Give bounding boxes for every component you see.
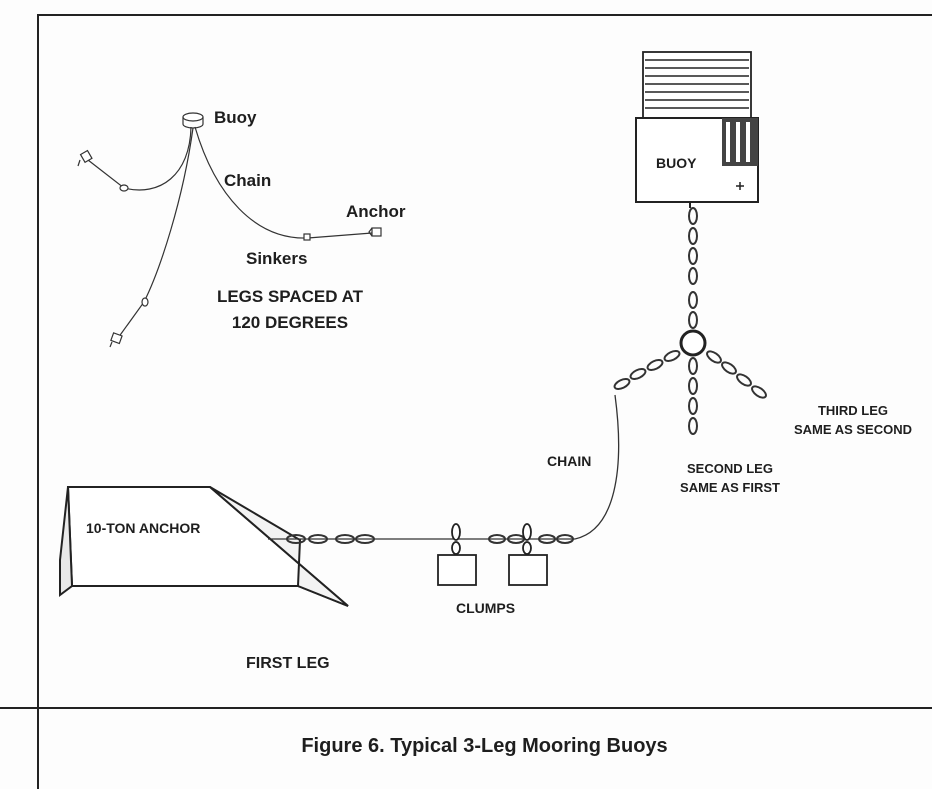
small-anchor-icon bbox=[109, 332, 123, 348]
clump-weight-icon bbox=[508, 523, 548, 586]
sinker-icon bbox=[141, 297, 149, 307]
sinker-icon bbox=[119, 184, 129, 192]
third-leg-label-line1: THIRD LEG bbox=[817, 403, 889, 418]
third-leg-chain bbox=[706, 350, 767, 399]
figure-caption: Figure 6. Typical 3-Leg Mooring Buoys bbox=[301, 735, 668, 757]
chain-label: CHAIN bbox=[547, 453, 592, 469]
legs-spacing-note-line2: 120 DEGREES bbox=[231, 313, 349, 332]
small-anchor-icon bbox=[77, 149, 93, 167]
mooring-ring-icon bbox=[679, 329, 707, 357]
frame-left-border bbox=[37, 14, 39, 789]
ten-ton-anchor-icon bbox=[59, 486, 349, 607]
legs-spacing-note-line1: LEGS SPACED AT bbox=[216, 287, 364, 306]
small-chain-lower bbox=[117, 127, 194, 339]
small-buoy-icon bbox=[182, 112, 204, 129]
small-anchor-icon bbox=[368, 227, 382, 237]
sinker-icon bbox=[303, 233, 311, 241]
clumps-label: CLUMPS bbox=[456, 600, 516, 616]
small-chain-label: Chain bbox=[224, 171, 272, 190]
sinkers-label: Sinkers bbox=[246, 249, 308, 268]
small-chain-right bbox=[194, 126, 373, 239]
second-leg-label-line2: SAME AS FIRST bbox=[680, 480, 780, 495]
buoy-riser-chain bbox=[688, 207, 698, 329]
small-buoy-label: Buoy bbox=[214, 108, 257, 127]
large-buoy-icon bbox=[635, 51, 759, 208]
second-leg-chain bbox=[688, 357, 698, 435]
first-leg-upper-chain bbox=[613, 350, 681, 390]
clump-weight-icon bbox=[437, 523, 477, 586]
small-chain-left bbox=[87, 126, 192, 191]
large-buoy-label: BUOY bbox=[656, 155, 697, 171]
small-anchor-label: Anchor bbox=[346, 202, 406, 221]
first-leg-label: FIRST LEG bbox=[246, 655, 330, 672]
frame-top-border bbox=[37, 14, 932, 16]
third-leg-label-line2: SAME AS SECOND bbox=[794, 422, 912, 437]
ten-ton-anchor-label: 10-TON ANCHOR bbox=[86, 520, 201, 536]
caption-separator bbox=[0, 707, 932, 709]
second-leg-label-line1: SECOND LEG bbox=[687, 461, 773, 476]
first-leg-chain bbox=[268, 394, 620, 544]
small-schematic bbox=[77, 112, 382, 348]
